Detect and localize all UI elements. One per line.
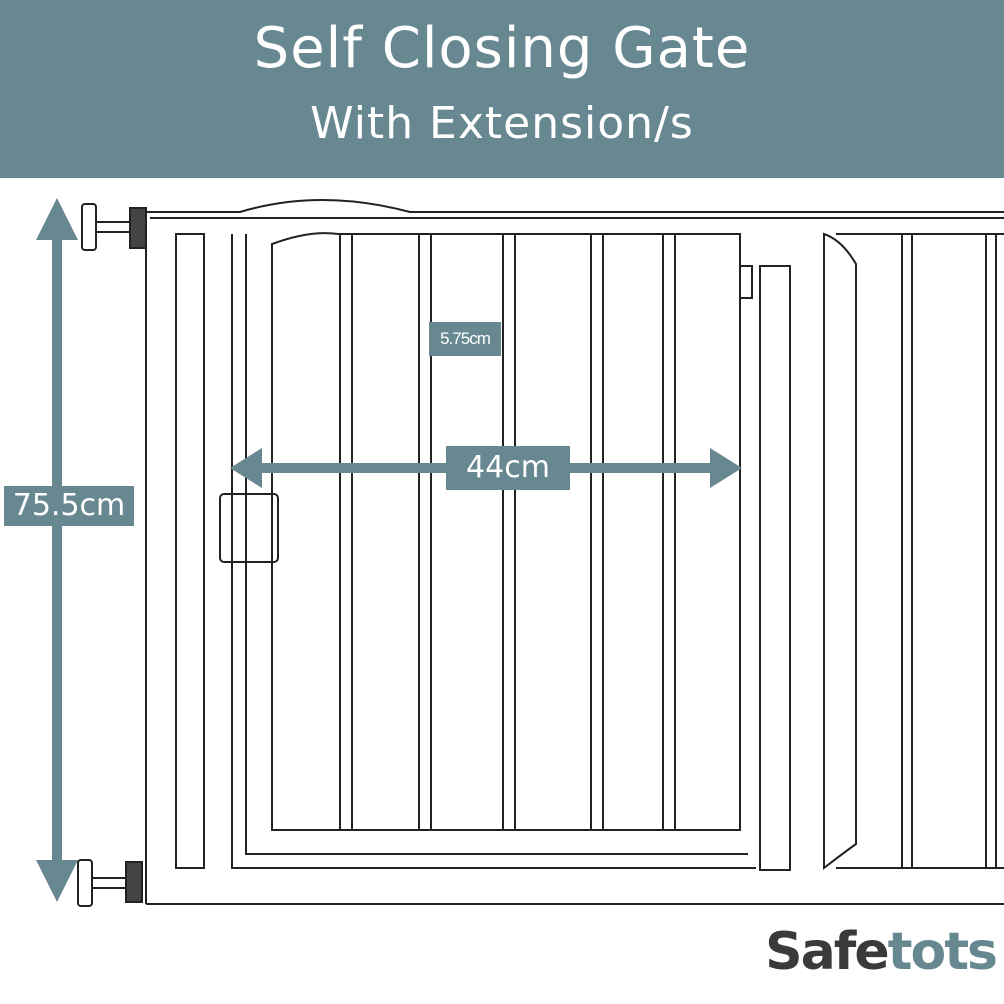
bar-spacing-label: 5.75cm bbox=[429, 322, 501, 356]
wall-cup-top bbox=[81, 203, 97, 251]
latch-notch bbox=[739, 234, 753, 299]
gate-bar bbox=[339, 233, 353, 831]
brand-name-part2: tots bbox=[887, 922, 998, 982]
gate-door-panel bbox=[271, 232, 741, 831]
extension-frame bbox=[836, 233, 1004, 869]
brand-name-part1: Safe bbox=[765, 922, 889, 982]
gate-bar bbox=[590, 233, 604, 831]
gate-bar bbox=[662, 233, 676, 831]
wall-cup-bottom-rod bbox=[92, 877, 126, 889]
extension-bar bbox=[901, 233, 913, 869]
double-arrow-icon bbox=[36, 198, 78, 902]
page-subtitle: With Extension/s bbox=[310, 98, 694, 149]
header-banner: Self Closing Gate With Extension/s bbox=[0, 0, 1004, 178]
brand-logo: Safetots bbox=[765, 914, 998, 990]
gate-bar bbox=[502, 233, 516, 831]
gate-bar bbox=[418, 233, 432, 831]
height-label: 75.5cm bbox=[4, 486, 134, 526]
wall-cup-bottom bbox=[77, 859, 93, 907]
page-title: Self Closing Gate bbox=[253, 16, 751, 81]
extension-bar bbox=[985, 233, 997, 869]
width-label: 44cm bbox=[446, 446, 570, 490]
wall-cup-top-rod bbox=[96, 221, 130, 233]
frame-left-post bbox=[175, 233, 205, 869]
gate-top-rail bbox=[146, 199, 1004, 213]
frame-right-post bbox=[759, 265, 791, 871]
wall-cup-top-knob bbox=[129, 207, 147, 249]
gate-drawing bbox=[36, 198, 1004, 907]
wall-cup-bottom-knob bbox=[125, 861, 143, 903]
gate-handle bbox=[219, 493, 279, 563]
gate-door-frame bbox=[231, 234, 756, 869]
extension-panel bbox=[823, 232, 857, 871]
